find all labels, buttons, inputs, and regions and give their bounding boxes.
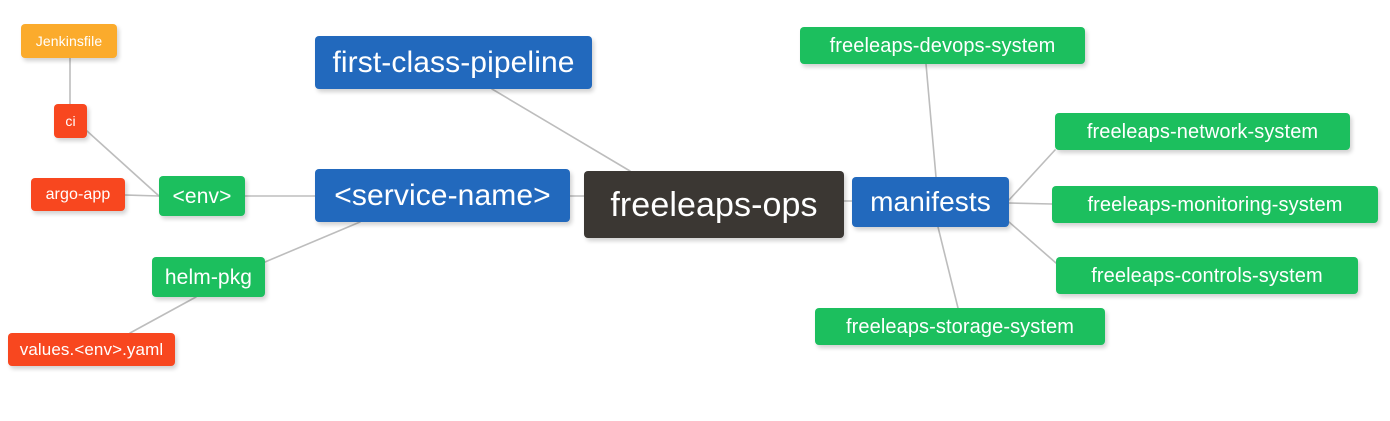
edge-freeleaps-devops-system-to-manifests [925, 63, 937, 178]
node-label-manifests: manifests [870, 186, 991, 217]
edge-freeleaps-controls-system-to-manifests [1008, 221, 1057, 264]
node-label-freeleaps-controls-system: freeleaps-controls-system [1091, 264, 1323, 287]
node-label-values-env-yaml: values.<env>.yaml [19, 340, 164, 359]
node-jenkinsfile[interactable]: Jenkinsfile [21, 24, 117, 58]
node-label-env: <env> [172, 184, 232, 208]
node-argo-app[interactable]: argo-app [31, 178, 125, 211]
node-label-argo-app: argo-app [45, 185, 111, 203]
node-env[interactable]: <env> [159, 176, 245, 216]
node-label-freeleaps-devops-system: freeleaps-devops-system [829, 34, 1056, 57]
edge-freeleaps-monitoring-system-to-manifests [1008, 202, 1053, 205]
node-helm-pkg[interactable]: helm-pkg [152, 257, 265, 297]
node-label-ci: ci [65, 113, 76, 129]
node-label-freeleaps-storage-system: freeleaps-storage-system [845, 315, 1075, 338]
node-freeleaps-monitoring-system[interactable]: freeleaps-monitoring-system [1052, 186, 1378, 223]
node-label-freeleaps-monitoring-system: freeleaps-monitoring-system [1087, 193, 1343, 216]
node-label-freeleaps-ops: freeleaps-ops [610, 185, 818, 224]
node-ci[interactable]: ci [54, 104, 87, 138]
node-first-class-pipeline[interactable]: first-class-pipeline [315, 36, 592, 89]
node-freeleaps-controls-system[interactable]: freeleaps-controls-system [1056, 257, 1358, 294]
node-label-freeleaps-network-system: freeleaps-network-system [1086, 120, 1319, 143]
edge-first-class-pipeline-to-freeleaps-ops [491, 88, 631, 172]
node-manifests[interactable]: manifests [852, 177, 1009, 227]
node-label-helm-pkg: helm-pkg [164, 265, 253, 289]
node-values-env-yaml[interactable]: values.<env>.yaml [8, 333, 175, 366]
node-label-service-name: <service-name> [334, 178, 551, 212]
edge-values-env-yaml-to-helm-pkg [129, 296, 197, 334]
node-freeleaps-network-system[interactable]: freeleaps-network-system [1055, 113, 1350, 150]
node-freeleaps-ops[interactable]: freeleaps-ops [584, 171, 844, 238]
node-label-jenkinsfile: Jenkinsfile [35, 33, 103, 49]
node-service-name[interactable]: <service-name> [315, 169, 570, 222]
node-label-first-class-pipeline: first-class-pipeline [332, 45, 575, 79]
node-freeleaps-storage-system[interactable]: freeleaps-storage-system [815, 308, 1105, 345]
edge-argo-app-to-env [124, 194, 160, 197]
node-freeleaps-devops-system[interactable]: freeleaps-devops-system [800, 27, 1085, 64]
edge-helm-pkg-to-service-name [264, 221, 361, 263]
edge-freeleaps-storage-system-to-manifests [937, 226, 959, 309]
edge-freeleaps-network-system-to-manifests [1008, 149, 1056, 201]
